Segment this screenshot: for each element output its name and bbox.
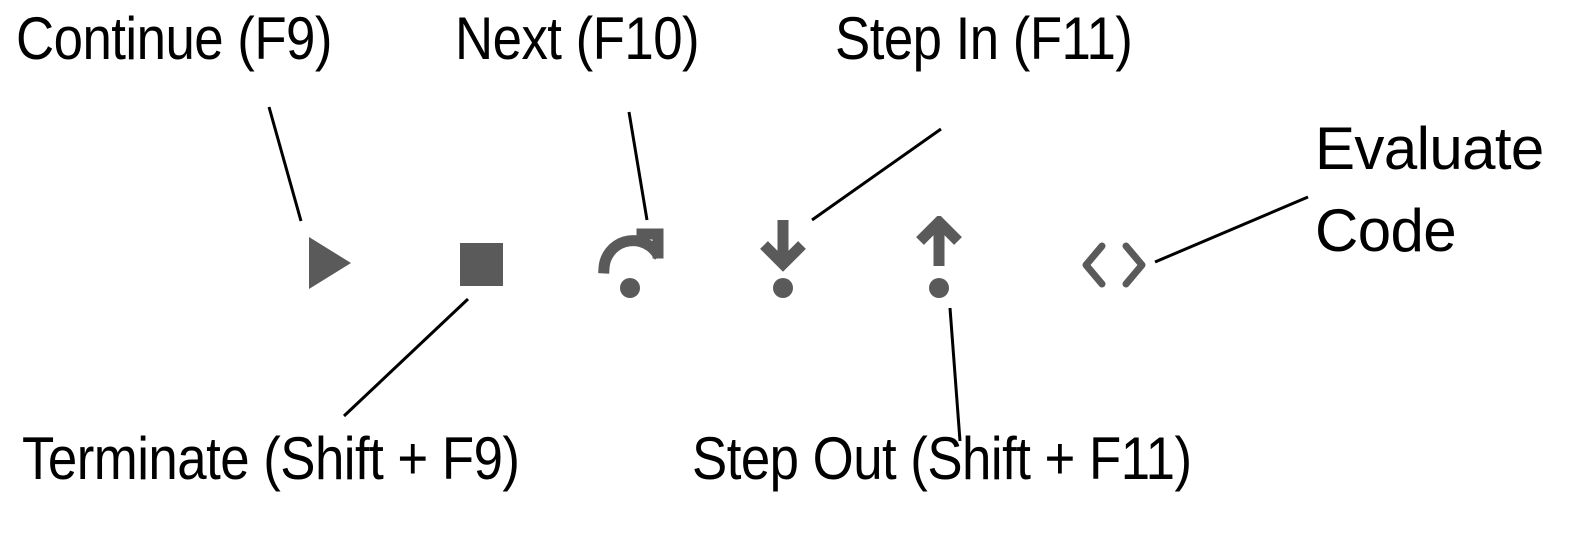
annotation-label-continue: Continue (F9) (16, 5, 332, 72)
annotation-label-evaluate-line1: Evaluate (1315, 115, 1544, 182)
arrow-down-to-dot-icon[interactable] (756, 216, 810, 300)
annotation-label-terminate: Terminate (Shift + F9) (22, 425, 520, 492)
angle-brackets-code-icon[interactable] (1078, 238, 1150, 292)
arrow-up-from-dot-icon[interactable] (912, 216, 966, 300)
annotation-label-step-out: Step Out (Shift + F11) (692, 425, 1192, 492)
step-over-arc-arrow-icon[interactable] (598, 222, 674, 300)
stop-square-icon[interactable] (455, 238, 509, 292)
annotation-label-step-in: Step In (F11) (835, 5, 1133, 72)
annotation-label-next: Next (F10) (455, 5, 700, 72)
annotation-label-evaluate-line2: Code (1315, 197, 1457, 264)
play-triangle-icon[interactable] (304, 232, 358, 294)
